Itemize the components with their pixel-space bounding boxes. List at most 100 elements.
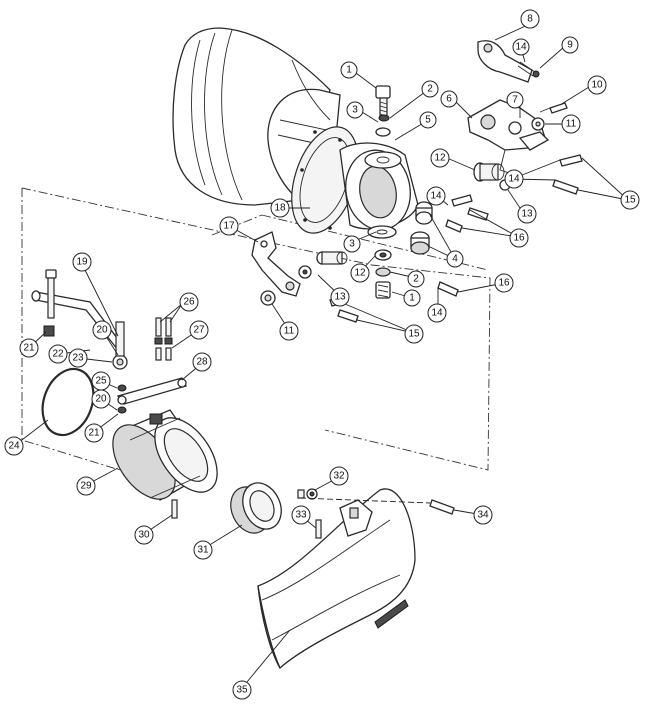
callout-bubble: 29: [76, 476, 96, 496]
callout-label: 1: [409, 293, 415, 304]
callout-bubble: 4: [446, 250, 464, 268]
callout-label: 18: [274, 203, 286, 214]
callout-bubble: 22: [48, 344, 68, 364]
washers-left: [117, 384, 127, 414]
callout-bubble: 16: [494, 273, 514, 293]
callout-label: 31: [197, 545, 209, 556]
ring-31: [230, 482, 282, 534]
callout-label: 13: [334, 292, 346, 303]
nozzle-bracket: [339, 499, 373, 537]
callout-bubble: 34: [473, 505, 493, 525]
callout-label: 14: [430, 191, 442, 202]
callout-bubble: 1: [403, 289, 421, 307]
callout-bubble: 30: [134, 525, 154, 545]
housing-drum: [172, 27, 351, 206]
callout-bubble: 16: [509, 228, 529, 248]
callout-label: 23: [72, 353, 84, 364]
callout-bubble: 31: [193, 540, 213, 560]
callout-bubble: 24: [4, 436, 24, 456]
callout-label: 35: [236, 685, 248, 696]
spring-pin: [517, 61, 540, 78]
screw-30: [171, 499, 178, 519]
callout-bubble: 3: [346, 101, 364, 119]
callout-bubble: 11: [279, 321, 299, 341]
callout-label: 16: [498, 278, 510, 289]
bushing-11-upper: [531, 117, 545, 131]
callout-label: 2: [427, 84, 433, 95]
bushing-11: [260, 290, 276, 306]
callout-bubble: 27: [189, 320, 209, 340]
callout-label: 17: [223, 221, 235, 232]
callout-label: 3: [352, 105, 358, 116]
arm-17: [251, 231, 301, 297]
callout-bubble: 11: [561, 114, 581, 134]
pins-26-27: [154, 317, 173, 361]
callout-bubble: 20: [91, 389, 111, 409]
callout-label: 2: [413, 274, 419, 285]
callout-bubble: 7: [506, 91, 524, 109]
upper-bracket: [467, 99, 550, 176]
callout-label: 13: [521, 209, 533, 220]
callout-bubble: 26: [179, 292, 199, 312]
callout-label: 29: [80, 481, 92, 492]
callout-label: 14: [508, 174, 520, 185]
callout-label: 3: [349, 239, 355, 250]
callout-bubble: 6: [440, 90, 458, 108]
callout-label: 27: [193, 325, 205, 336]
callout-bubble: 12: [350, 263, 370, 283]
callout-bubble: 14: [504, 169, 524, 189]
callout-bubble: 3: [343, 235, 361, 253]
bolt-19: [45, 269, 57, 319]
callout-bubble: 25: [91, 371, 111, 391]
nozzle-35: [257, 488, 416, 670]
callout-bubble: 19: [72, 252, 92, 272]
nut-21: [43, 325, 55, 337]
linkage-rod: [31, 290, 121, 352]
callout-label: 16: [513, 233, 525, 244]
callout-label: 19: [76, 257, 88, 268]
callout-bubble: 1: [340, 61, 358, 79]
top-bolt: [375, 85, 391, 119]
callout-label: 32: [333, 471, 345, 482]
bushings: [410, 201, 433, 255]
callout-label: 12: [434, 153, 446, 164]
callout-label: 28: [196, 357, 208, 368]
callout-label: 25: [95, 376, 107, 387]
callout-label: 15: [408, 329, 420, 340]
callout-bubble: 12: [430, 148, 450, 168]
callout-bubble: 15: [404, 324, 424, 344]
callout-label: 20: [96, 325, 108, 336]
plunger-right: [473, 162, 505, 182]
bearing-housing: [339, 142, 419, 239]
lever-28: [116, 377, 187, 405]
washer-top: [378, 114, 390, 122]
callout-label: 14: [431, 308, 443, 319]
pin-34: [429, 499, 455, 515]
callout-bubble: 32: [329, 466, 349, 486]
callout-bubble: 9: [561, 36, 579, 54]
callout-label: 11: [284, 326, 295, 337]
callout-bubble: 23: [68, 348, 88, 368]
callout-bubble: 10: [587, 75, 607, 95]
pin-left: [298, 251, 348, 279]
callout-bubble: 13: [330, 287, 350, 307]
o-ring: [41, 367, 95, 437]
callout-label: 24: [8, 441, 20, 452]
callout-label: 30: [138, 530, 150, 541]
callout-bubble: 28: [192, 352, 212, 372]
callout-bubble: 8: [520, 9, 540, 29]
callout-label: 10: [591, 80, 603, 91]
callout-bubble: 2: [421, 80, 439, 98]
callout-label: 14: [515, 42, 527, 53]
callout-bubble: 2: [407, 270, 425, 288]
callout-label: 12: [354, 268, 366, 279]
callout-bubble: 14: [427, 303, 447, 323]
callout-label: 6: [446, 94, 452, 105]
callout-label: 21: [23, 343, 35, 354]
callout-bubble: 21: [19, 338, 39, 358]
callout-bubble: 15: [620, 190, 640, 210]
callout-label: 5: [425, 115, 431, 126]
screws-upper: [445, 102, 583, 233]
callout-group: 1 2 3 5 6 7 8 9 10 11 12 13 14 14 14 15 …: [4, 9, 640, 700]
